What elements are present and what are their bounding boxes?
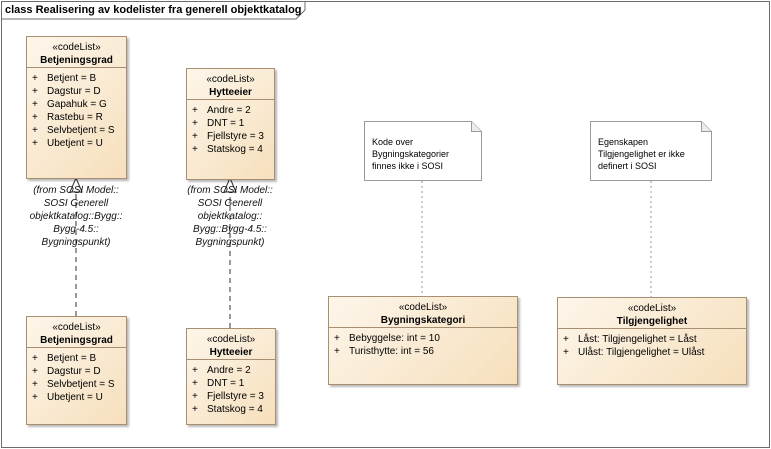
frame-title: class Realisering av kodelister fra gene…	[5, 4, 302, 16]
attribute-list: +Betjent = B +Dagstur = D +Gapahuk = G +…	[27, 68, 126, 150]
attribute-list: +Betjent = B +Dagstur = D +Selvbetjent =…	[27, 348, 126, 404]
class-hytteeier-bottom[interactable]: «codeList» Hytteeier +Andre = 2 +DNT = 1…	[186, 328, 276, 425]
attribute-item: +Selvbetjent = S	[32, 379, 115, 390]
class-tilgjengelighet[interactable]: «codeList» Tilgjengelighet +Låst: Tilgje…	[557, 297, 747, 385]
attribute-item: +Statskog = 4	[192, 144, 263, 155]
attribute-item: +DNT = 1	[192, 118, 245, 129]
attribute-item: +Rastebu = R	[32, 112, 103, 123]
stereotype-label: «codeList»	[206, 74, 255, 85]
attribute-item: +Bebyggelse: int = 10	[334, 333, 440, 344]
attribute-item: +Andre = 2	[192, 365, 251, 376]
attribute-item: +DNT = 1	[192, 378, 245, 389]
source-label-hytteeier: (from SOSI Model:: SOSI Generell objektk…	[187, 185, 273, 248]
class-header: «codeList» Hytteeier	[187, 329, 275, 360]
note-tilgjengelighet[interactable]: Egenskapen Tilgjengelighet er ikke defin…	[590, 121, 712, 181]
class-betjeningsgrad-top[interactable]: «codeList» Betjeningsgrad +Betjent = B +…	[26, 36, 127, 179]
attribute-list: +Andre = 2 +DNT = 1 +Fjellstyre = 3 +Sta…	[187, 100, 274, 156]
class-header: «codeList» Bygningskategori	[329, 297, 517, 328]
class-header: «codeList» Tilgjengelighet	[558, 298, 746, 329]
attribute-list: +Låst: Tilgjengelighet = Låst +Ulåst: Ti…	[558, 329, 746, 359]
attribute-list: +Bebyggelse: int = 10 +Turisthytte: int …	[329, 328, 517, 358]
class-name: Betjeningsgrad	[40, 55, 113, 66]
class-name: Tilgjengelighet	[616, 316, 688, 327]
attribute-item: +Gapahuk = G	[32, 99, 107, 110]
attribute-item: +Fjellstyre = 3	[192, 391, 264, 402]
class-header: «codeList» Betjeningsgrad	[27, 37, 126, 68]
stereotype-label: «codeList»	[398, 302, 448, 313]
stereotype-label: «codeList»	[52, 42, 101, 53]
note-bygningskategori[interactable]: Kode over Bygningskategorier finnes ikke…	[364, 121, 482, 181]
attribute-item: +Andre = 2	[192, 105, 251, 116]
class-betjeningsgrad-bottom[interactable]: «codeList» Betjeningsgrad +Betjent = B +…	[26, 316, 127, 425]
stereotype-label: «codeList»	[52, 322, 101, 333]
attribute-item: +Ubetjent = U	[32, 138, 103, 149]
attribute-list: +Andre = 2 +DNT = 1 +Fjellstyre = 3 +Sta…	[187, 360, 275, 416]
attribute-item: +Låst: Tilgjengelighet = Låst	[563, 334, 697, 345]
class-name: Betjeningsgrad	[40, 335, 113, 346]
realization-arrowhead-hytteeier	[223, 176, 237, 193]
attribute-item: +Ubetjent = U	[32, 392, 103, 403]
class-header: «codeList» Betjeningsgrad	[27, 317, 126, 348]
attribute-item: +Dagstur = D	[32, 86, 101, 97]
attribute-item: +Turisthytte: int = 56	[334, 346, 434, 357]
attribute-item: +Betjent = B	[32, 73, 97, 84]
note-text: Egenskapen Tilgjengelighet er ikke defin…	[598, 137, 685, 171]
class-name: Hytteeier	[209, 87, 252, 98]
attribute-item: +Dagstur = D	[32, 366, 101, 377]
class-hytteeier-top[interactable]: «codeList» Hytteeier +Andre = 2 +DNT = 1…	[186, 68, 275, 180]
attribute-item: +Betjent = B	[32, 353, 97, 364]
stereotype-label: «codeList»	[206, 334, 256, 345]
source-label-betjeningsgrad: (from SOSI Model:: SOSI Generell objektk…	[29, 185, 123, 248]
attribute-item: +Ulåst: Tilgjengelighet = Ulåst	[563, 347, 705, 358]
realization-arrowhead-betjeningsgrad	[69, 176, 83, 193]
attribute-item: +Selvbetjent = S	[32, 125, 115, 136]
attribute-item: +Fjellstyre = 3	[192, 131, 264, 142]
class-header: «codeList» Hytteeier	[187, 69, 274, 100]
note-text: Kode over Bygningskategorier finnes ikke…	[372, 137, 450, 171]
class-bygningskategori[interactable]: «codeList» Bygningskategori +Bebyggelse:…	[328, 296, 518, 385]
stereotype-label: «codeList»	[627, 303, 677, 314]
attribute-item: +Statskog = 4	[192, 404, 263, 415]
class-name: Bygningskategori	[380, 315, 466, 326]
class-name: Hytteeier	[209, 347, 253, 358]
